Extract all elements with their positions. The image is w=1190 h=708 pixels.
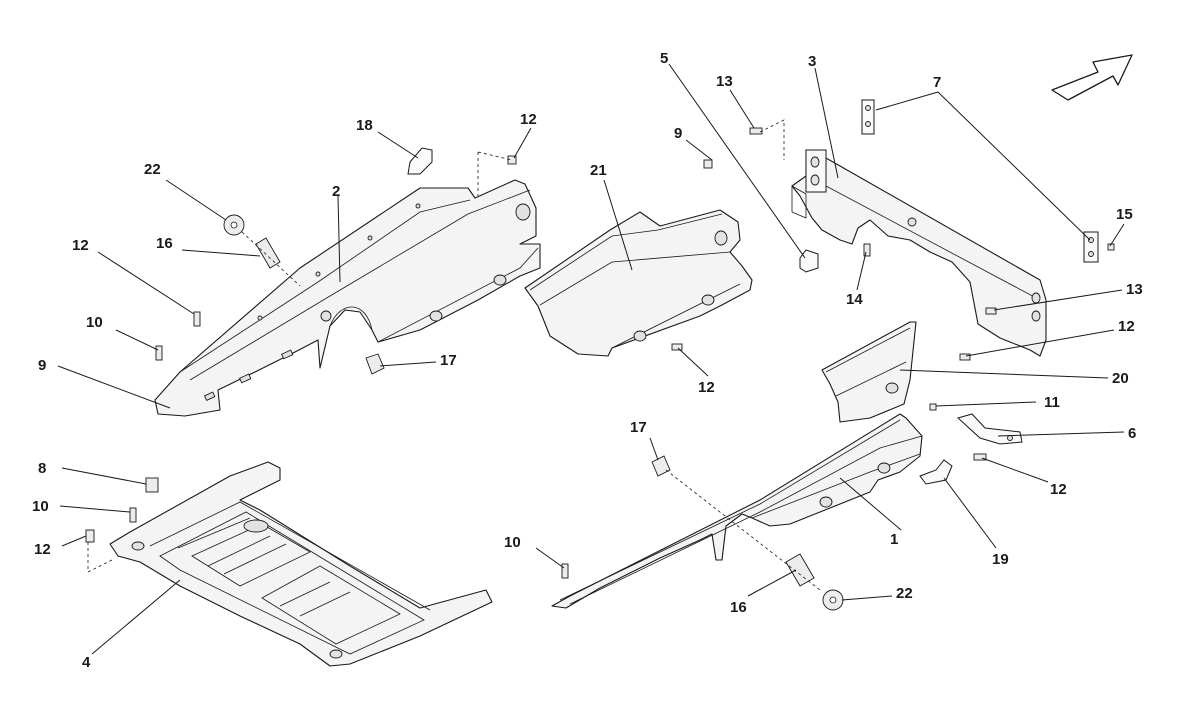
callout-7: 7	[933, 74, 941, 91]
part-7-bracket-upper	[861, 99, 875, 135]
part-5-clip	[799, 249, 819, 273]
callout-12-right-lower: 12	[1050, 481, 1067, 498]
callout-13-right: 13	[1126, 281, 1143, 298]
callout-labels: 1 2 3 4 5 6 7 8 9 9 10 10 10 11 12 12 12…	[32, 50, 1143, 671]
part-21-middle-panel	[524, 209, 753, 357]
part-3-right-upper-panel	[791, 149, 1047, 357]
callout-12-left-upper: 12	[72, 237, 89, 254]
callout-10-upper: 10	[86, 314, 103, 331]
part-19-clip	[919, 459, 953, 485]
part-4-underbody-tray	[109, 461, 493, 667]
leader-lines	[57, 63, 1125, 655]
callout-6: 6	[1128, 425, 1136, 442]
direction-arrow-icon	[1051, 54, 1133, 101]
callout-3: 3	[808, 53, 816, 70]
callout-12-middle: 12	[698, 379, 715, 396]
part-1-right-sill-panel	[551, 413, 923, 609]
callout-21: 21	[590, 162, 607, 179]
callout-9-left: 9	[38, 357, 46, 374]
callout-20: 20	[1112, 370, 1129, 387]
fasteners	[85, 127, 1115, 611]
callout-12-right-upper: 12	[1118, 318, 1135, 335]
callout-1: 1	[890, 531, 898, 548]
callout-10-lower-left: 10	[32, 498, 49, 515]
callout-11: 11	[1044, 394, 1060, 411]
callout-22-right: 22	[896, 585, 913, 602]
callout-12-top: 12	[520, 111, 537, 128]
callout-4: 4	[82, 654, 91, 671]
part-6-bracket	[956, 413, 1023, 445]
callout-16-left: 16	[156, 235, 173, 252]
callout-10-lower-middle: 10	[504, 534, 521, 551]
part-2-left-side-panel	[154, 179, 541, 417]
callout-8: 8	[38, 460, 46, 477]
part-7-bracket-lower	[1083, 231, 1099, 263]
callout-5: 5	[660, 50, 668, 67]
callout-2: 2	[332, 183, 340, 200]
callout-12-left-lower: 12	[34, 541, 51, 558]
callout-15: 15	[1116, 206, 1133, 223]
part-18-clip	[407, 147, 433, 175]
callout-17-right: 17	[630, 419, 647, 436]
callout-22-left: 22	[144, 161, 161, 178]
assembly-dashed-lines	[87, 119, 821, 591]
callout-14: 14	[846, 291, 863, 308]
callout-13-top: 13	[716, 73, 733, 90]
callout-9-middle: 9	[674, 125, 682, 142]
callout-16-right: 16	[730, 599, 747, 616]
part-20-bracket-panel	[821, 321, 917, 423]
callout-18: 18	[356, 117, 373, 134]
callout-17-left: 17	[440, 352, 457, 369]
callout-19: 19	[992, 551, 1009, 568]
